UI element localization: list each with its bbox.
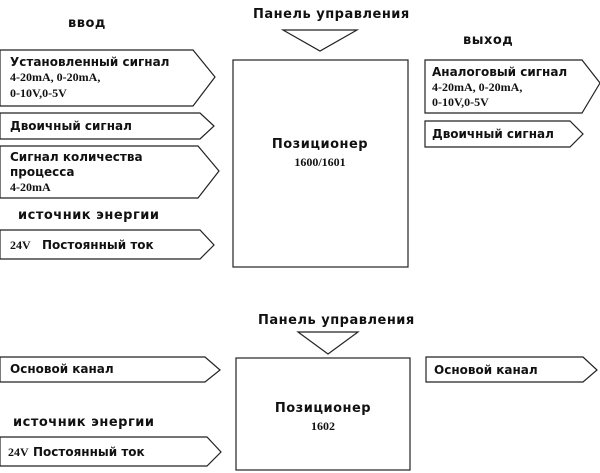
input-process-line2: процесса	[10, 165, 74, 179]
positioner-model-bottom: 1602	[311, 419, 335, 433]
input-set-signal-line1: Установленный сигнал	[10, 55, 169, 69]
energy-label-bottom: Постоянный ток	[33, 445, 145, 459]
input-process-line3: 4-20mA	[10, 180, 51, 194]
input-set-signal-line2: 4-20mA, 0-20mA,	[10, 70, 100, 84]
energy-heading-top: источник энергии	[18, 208, 159, 223]
output-heading: выход	[463, 33, 513, 48]
output-binary-label: Двоичный сигнал	[432, 127, 554, 141]
energy-voltage-bottom: 24V	[8, 445, 29, 459]
energy-voltage-top: 24V	[10, 238, 31, 252]
output-arrow-main-channel	[425, 356, 598, 383]
control-panel-arrow-bottom	[296, 331, 360, 355]
output-analog-line1: Аналоговый сигнал	[432, 65, 567, 79]
energy-label-top: Постоянный ток	[42, 238, 154, 252]
input-arrow-process	[0, 145, 220, 199]
input-binary-label: Двоичный сигнал	[10, 119, 132, 133]
positioner-model-top: 1600/1601	[294, 155, 345, 169]
input-arrow-binary	[0, 112, 215, 140]
output-arrow-binary	[424, 120, 584, 148]
positioner-title-top: Позиционер	[272, 137, 368, 152]
input-arrow-main-channel	[0, 356, 221, 383]
input-heading: ввод	[68, 16, 106, 31]
energy-arrow-bottom	[0, 436, 222, 467]
positioner-box-bottom	[235, 357, 411, 471]
output-arrow-analog	[424, 59, 600, 114]
input-set-signal-line3: 0-10V,0-5V	[10, 86, 67, 100]
energy-heading-bottom: источник энергии	[13, 415, 154, 430]
output-main-channel-label: Основой канал	[434, 363, 538, 377]
positioner-title-bottom: Позиционер	[275, 401, 371, 416]
input-process-line1: Сигнал количества	[10, 150, 143, 164]
control-panel-label-top: Панель управления	[253, 7, 410, 22]
input-main-channel-label: Основой канал	[10, 362, 114, 376]
energy-arrow-top	[0, 229, 215, 260]
control-panel-label-bottom: Панель управления	[258, 313, 415, 328]
output-analog-line2: 4-20mA, 0-20mA,	[432, 80, 522, 94]
control-panel-arrow-top	[280, 29, 360, 52]
positioner-box-top	[232, 59, 409, 268]
input-arrow-set-signal	[0, 49, 216, 107]
output-analog-line3: 0-10V,0-5V	[432, 95, 489, 109]
